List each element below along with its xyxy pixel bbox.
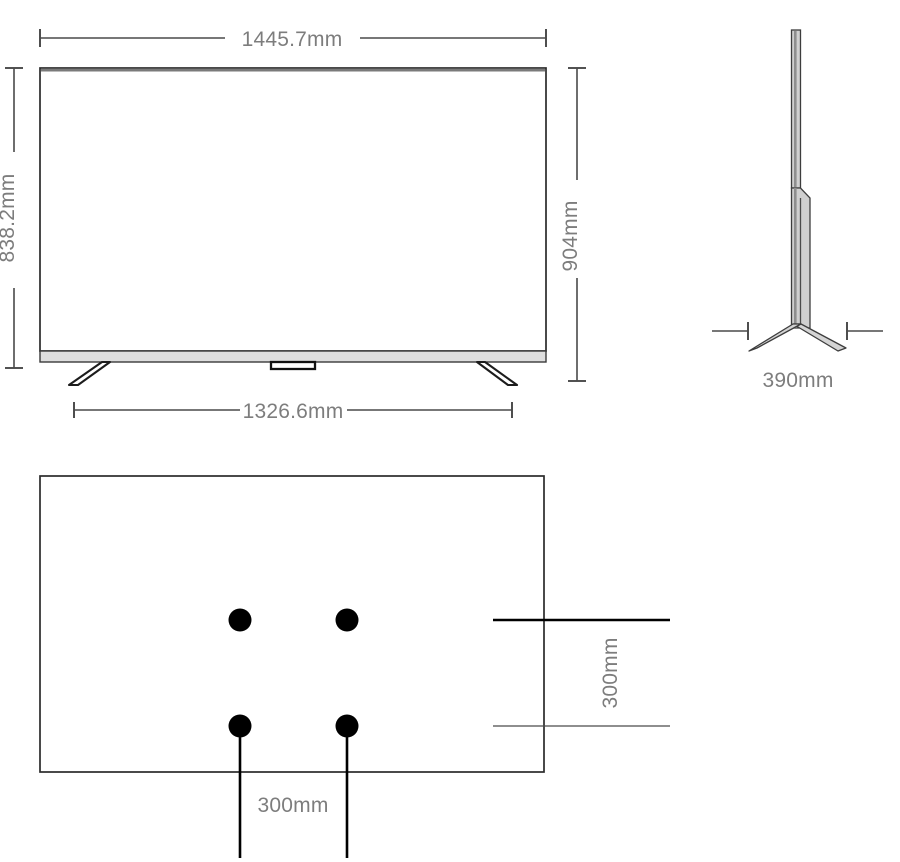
stand-leg-right-shape [475,360,519,387]
dimension-label-vesa-vertical: 300mm [599,637,622,708]
dimension-label-stand-depth: 390mm [762,369,833,392]
dimension-panel-height: 838.2mm [0,67,23,369]
vesa-hole-bottom-right [335,714,359,738]
front-view-group: 1445.7mm 838.2mm 904mm [0,28,586,423]
dimension-label-panel-height: 838.2mm [0,174,19,263]
side-view-group: 390mm [712,29,883,392]
dimension-stand-depth: 390mm [712,322,883,392]
tv-bottom-bezel [39,350,547,363]
back-panel-outline [39,475,545,773]
vesa-mount-holes [228,608,359,738]
ir-sensor-tab [269,360,317,371]
side-stand-leg-right [792,323,847,352]
dimension-overall-width: 1445.7mm [39,28,547,51]
tv-top-bezel [41,68,545,72]
side-panel-upper-core [794,31,797,187]
side-panel-lower-core [794,188,797,328]
vesa-hole-top-left [228,608,252,632]
tv-panel [39,67,547,363]
tv-screen-area [39,67,547,352]
ir-sensor-shape [269,360,317,371]
dimension-label-overall-width: 1445.7mm [242,28,343,51]
side-stand-leg-left [748,323,802,352]
vesa-hole-bottom-left [228,714,252,738]
stand-leg-right [475,360,519,387]
vesa-hole-top-right [335,608,359,632]
stand-leg-left-shape [67,360,112,387]
stand-leg-left [67,360,112,387]
side-panel-upper [790,29,802,189]
dimension-overall-height: 904mm [559,67,586,382]
dimension-label-overall-height: 904mm [559,200,582,271]
side-panel-lower [790,187,811,329]
dimension-stand-width: 1326.6mm [73,400,513,423]
vesa-vertical-extension-lines [493,618,670,727]
side-stand-base [748,323,847,352]
vesa-horizontal-extension-lines [238,735,349,858]
dimension-label-vesa-horizontal: 300mm [257,794,328,817]
back-view-group: 300mm 300mm [39,475,670,858]
dimension-label-stand-width: 1326.6mm [243,400,344,423]
